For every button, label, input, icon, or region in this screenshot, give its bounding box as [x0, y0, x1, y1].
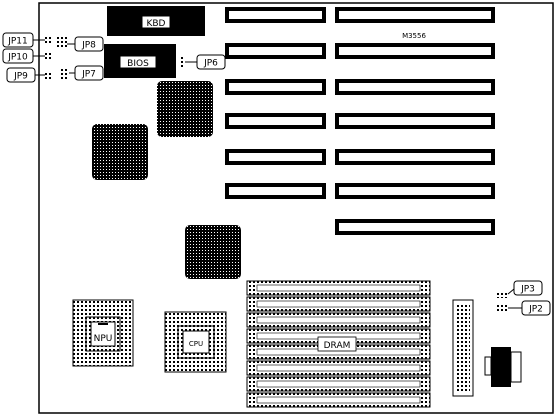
- jp8-callout: JP8: [67, 36, 104, 52]
- expansion-slot: [335, 113, 495, 129]
- jp8-label: JP8: [81, 41, 96, 51]
- chipset-chip-3: [185, 225, 241, 279]
- kbd-label: KBD: [146, 19, 165, 29]
- expansion-slot: [225, 149, 326, 165]
- dram-label: DRAM: [324, 341, 351, 351]
- cpu-label: CPU: [189, 340, 203, 348]
- simm-slot: [246, 296, 431, 312]
- expansion-slot: [225, 79, 326, 95]
- expansion-slot: [335, 149, 495, 165]
- simm-slot: [246, 392, 431, 408]
- power-connector: [452, 299, 474, 397]
- bios-chip: BIOS: [104, 44, 176, 78]
- jp10-callout: JP10: [2, 48, 45, 64]
- kbd-chip: KBD: [107, 6, 205, 36]
- expansion-slot: [335, 219, 495, 235]
- expansion-slot: [335, 79, 495, 95]
- expansion-slot: [225, 7, 326, 23]
- simm-slot: [246, 280, 431, 296]
- chipset-chip-1: [157, 81, 213, 137]
- jp11-callout: JP11: [2, 32, 45, 48]
- expansion-slot: [335, 7, 495, 23]
- jp2-label: JP2: [528, 305, 543, 315]
- jp11-label: JP11: [7, 37, 28, 47]
- keyboard-connector: [484, 347, 522, 387]
- cpu-socket: CPU: [164, 311, 227, 373]
- npu-socket: NPU: [72, 299, 134, 367]
- jp9-label: JP9: [13, 72, 28, 82]
- expansion-slot: [335, 183, 495, 199]
- jp10-label: JP10: [7, 53, 28, 63]
- chipset-chip-2: [92, 124, 148, 180]
- simm-slot: [246, 376, 431, 392]
- npu-label: NPU: [94, 334, 113, 344]
- jumper-pins-left: [45, 35, 508, 311]
- jp2-callout: JP2: [508, 300, 551, 316]
- jp9-callout: JP9: [6, 67, 45, 83]
- simm-slot: [246, 312, 431, 328]
- simm-slot: [246, 360, 431, 376]
- expansion-slot: [225, 43, 326, 59]
- expansion-slots-right: [335, 7, 495, 235]
- jp6-label: JP6: [203, 59, 218, 69]
- jp3-label: JP3: [520, 285, 535, 295]
- expansion-slot: [225, 183, 326, 199]
- jp7-label: JP7: [81, 70, 96, 80]
- simm-slot: [246, 344, 431, 360]
- jp7-callout: JP7: [69, 65, 104, 81]
- board-model-label: M3556: [402, 32, 426, 40]
- expansion-slot: [335, 43, 495, 59]
- jp6-callout: JP6: [185, 54, 226, 70]
- expansion-slot: [225, 113, 326, 129]
- bios-label: BIOS: [127, 59, 149, 69]
- jp3-callout: JP3: [507, 280, 543, 296]
- expansion-slots-left: [225, 7, 326, 199]
- dram-slots: DRAM: [246, 280, 431, 408]
